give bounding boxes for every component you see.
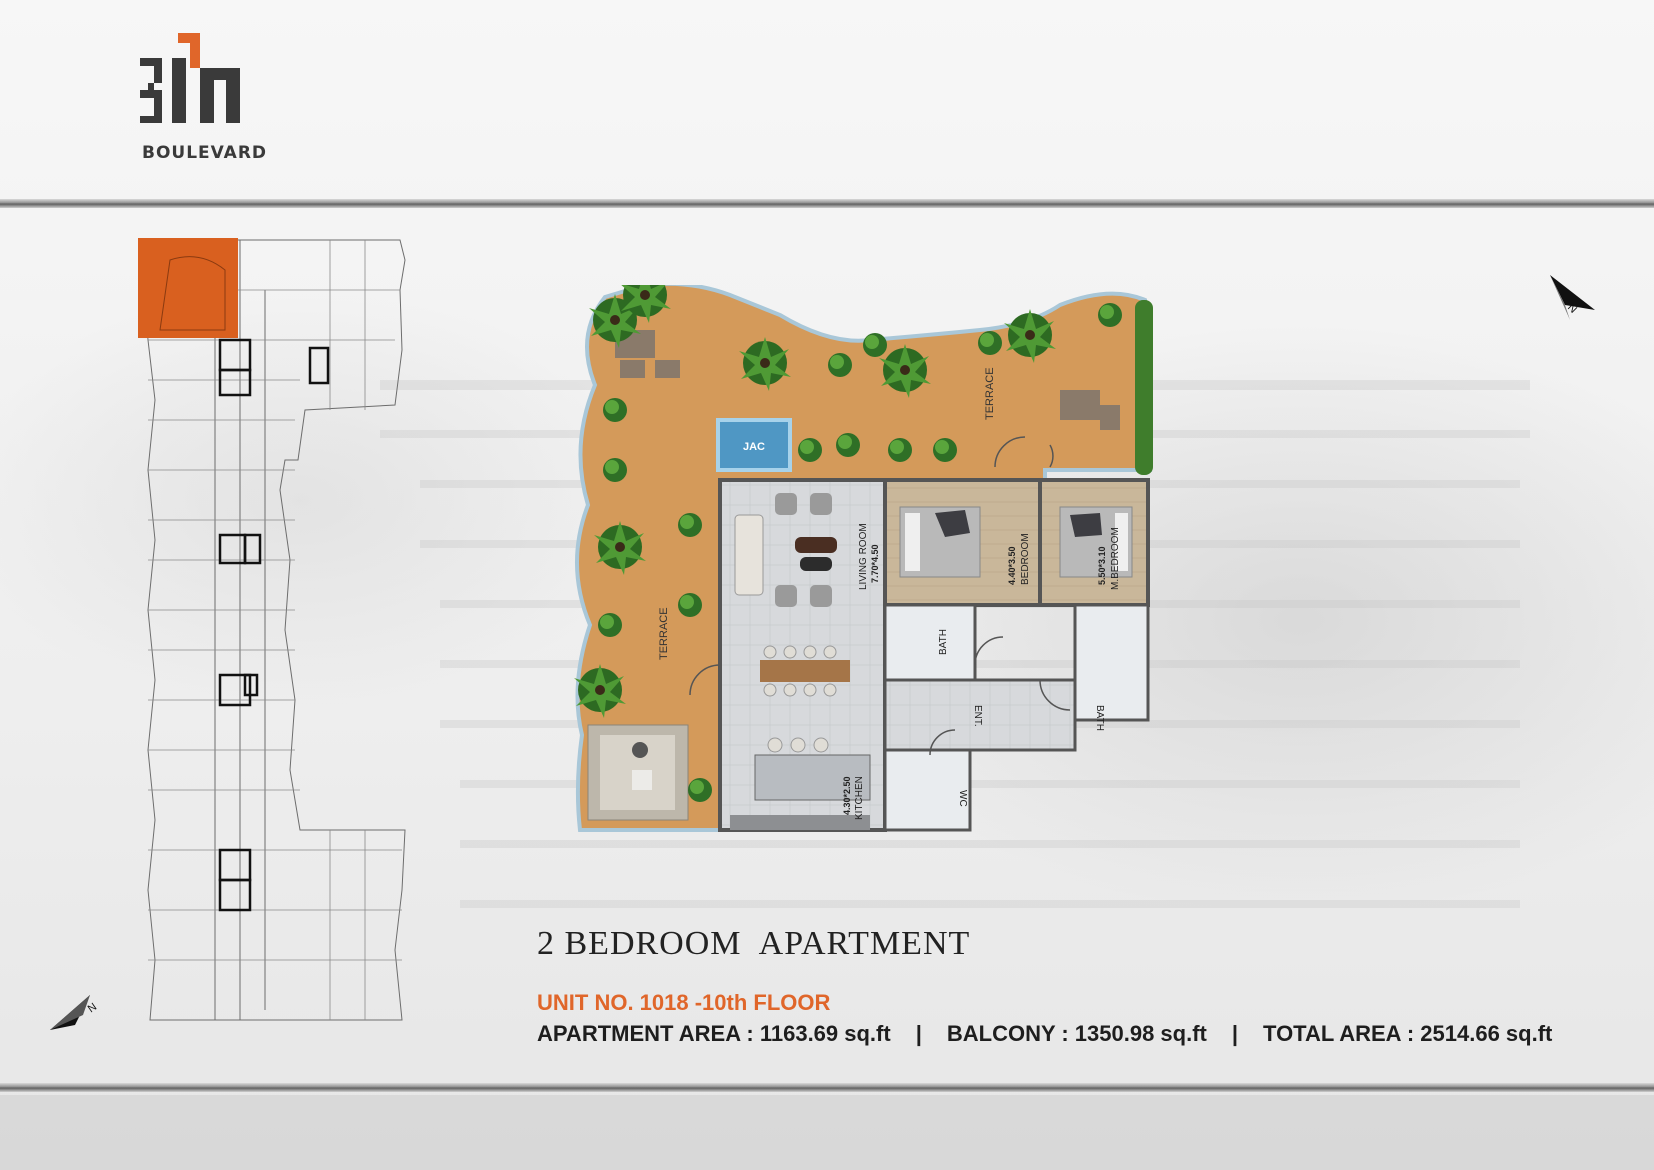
building-key-plan [138, 238, 406, 1021]
bed [899, 506, 981, 578]
north-label: N [86, 1001, 99, 1015]
bath-2 [1073, 603, 1150, 722]
terrace-left-label: TERRACE [658, 607, 670, 660]
header-divider [0, 199, 1654, 208]
boulevard-logo [140, 33, 240, 123]
living-room-dims: 7.70*4.50 [870, 544, 880, 583]
total-area: TOTAL AREA : 2514.66 sq.ft [1263, 1021, 1553, 1046]
jacuzzi-label: JAC [743, 441, 765, 453]
kitchen-dims: 4.30*2.50 [842, 776, 852, 815]
jacuzzi [716, 418, 792, 472]
footer-divider [0, 1083, 1654, 1092]
armchairs [775, 493, 832, 607]
wc [883, 748, 972, 832]
wc-label: WC [957, 790, 968, 807]
sofa [734, 514, 764, 596]
bath-1 [883, 603, 977, 682]
living-room-label: LIVING ROOM [858, 523, 869, 590]
apartment-floor-plan: JAC TERRACE TERRACE LIVING ROOM 7.70*4.5… [574, 285, 1153, 832]
bedroom-label: BEDROOM [1020, 533, 1031, 585]
bath-1-label: BATH [938, 629, 949, 655]
entrance [883, 678, 1077, 752]
area-summary: APARTMENT AREA : 1163.69 sq.ft | BALCONY… [537, 1021, 1552, 1047]
outdoor-dining-set [615, 330, 1120, 430]
apartment-type-title: 2 BEDROOM APARTMENT [537, 925, 971, 962]
unit-number: UNIT NO. 1018 -10th FLOOR [537, 990, 831, 1015]
master-bedroom-dims: 5.50*3.10 [1097, 546, 1107, 585]
bath-2-label: BATH [1094, 705, 1105, 731]
north-arrow-icon: N [50, 995, 99, 1030]
logo-mark [140, 33, 240, 123]
kitchen-label: KITCHEN [854, 776, 865, 820]
master-bed [1059, 506, 1133, 578]
north-arrow-icon: N [1550, 275, 1595, 320]
lounge-set [587, 724, 689, 821]
hedge [1135, 300, 1153, 475]
dining-table [760, 660, 850, 682]
apartment-area: APARTMENT AREA : 1163.69 sq.ft [537, 1021, 891, 1046]
area-separator: | [1231, 1021, 1239, 1046]
master-bedroom-label: M.BEDROOM [1110, 527, 1121, 590]
entrance-label: ENT. [972, 705, 983, 727]
bedroom-dims: 4.40*3.50 [1007, 546, 1017, 585]
logo-wordmark: BOULEVARD [142, 143, 268, 163]
highlighted-unit [138, 238, 238, 338]
terrace-top-label: TERRACE [984, 367, 996, 420]
kitchen-counter [754, 754, 871, 801]
area-separator: | [915, 1021, 922, 1046]
balcony-area: BALCONY : 1350.98 sq.ft [946, 1021, 1207, 1046]
